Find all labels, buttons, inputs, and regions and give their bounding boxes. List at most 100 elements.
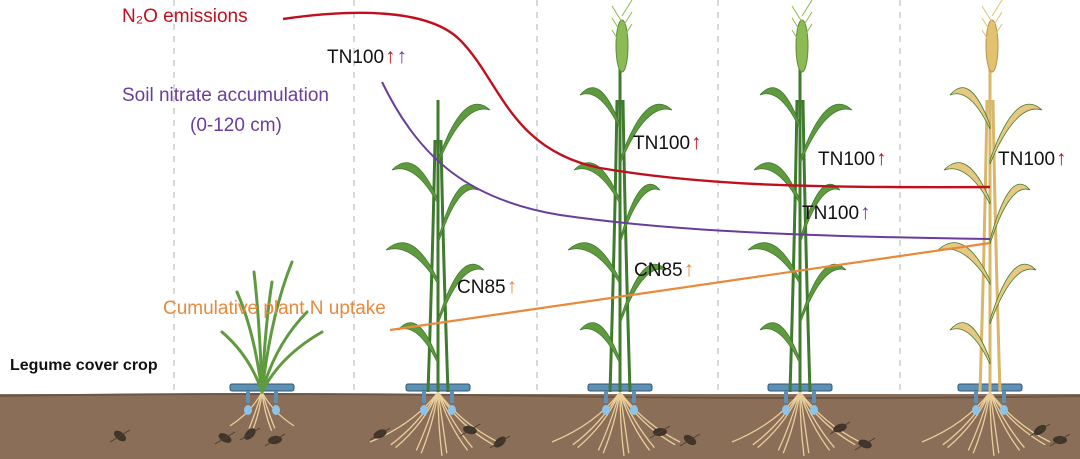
root-strand: [731, 391, 801, 443]
tag-cn85-1: CN85↑: [457, 276, 517, 297]
root-strand: [261, 391, 276, 429]
wheat-leaf: [437, 103, 491, 165]
tag-text: CN85: [634, 260, 683, 281]
wheat-awn: [981, 29, 993, 47]
root-strand: [752, 391, 801, 446]
wheat-awn: [801, 23, 813, 41]
root-strand: [551, 391, 621, 443]
nitrate-depth-label: (0-120 cm): [190, 115, 282, 136]
legume-residue-stem: [649, 425, 671, 439]
uptake-curve: [389, 241, 991, 332]
legume-residue-stem: [854, 437, 876, 451]
root-strand: [572, 391, 621, 446]
wheat-stem: [426, 139, 437, 393]
nitrate-curve: [381, 81, 991, 240]
root-strand: [437, 391, 473, 449]
tag-tn100-4b: TN100↑: [802, 202, 871, 223]
wheat-awn: [801, 0, 813, 17]
drip-emitter: [1002, 391, 1006, 403]
wheat-leaf: [579, 87, 621, 130]
root-strand: [619, 391, 625, 457]
water-drop-icon: [630, 405, 638, 415]
legume-residue-stem: [829, 421, 851, 435]
increase-arrow-icon: ↑: [683, 258, 695, 281]
nitrate-label: Soil nitrate accumulation: [122, 85, 329, 106]
wheat-leaf: [747, 242, 801, 286]
increase-arrow-icon: ↑: [385, 45, 396, 68]
soil-surface: [0, 393, 1080, 399]
legume-residue-stem: [369, 427, 391, 441]
increase-arrow-icon: ↑: [396, 45, 408, 68]
root-strand: [921, 391, 991, 443]
root-strand: [390, 391, 439, 446]
tag-tn100-3: TN100↑: [633, 132, 702, 153]
water-drop-icon: [272, 405, 280, 415]
drip-emitter: [784, 391, 788, 403]
wheat-leaf: [619, 183, 661, 245]
legume-residue-stem: [214, 431, 236, 445]
wheat-leaf: [573, 162, 621, 205]
stage-dividers: [173, 0, 901, 394]
root-strand: [437, 391, 469, 451]
wheat-leaf: [799, 263, 847, 325]
wheat-awn: [621, 0, 633, 17]
wheat-leaf: [799, 103, 853, 165]
root-strand: [619, 391, 655, 449]
root-strand: [782, 391, 801, 454]
root-strand: [619, 391, 681, 443]
wheat-awn: [791, 29, 803, 47]
root-strand: [420, 391, 439, 454]
wheat-stem: [621, 99, 632, 393]
seedling-blade: [260, 260, 294, 394]
drip-emitter: [450, 391, 454, 403]
tag-text: TN100: [327, 47, 385, 68]
wheat-leaf: [799, 183, 841, 245]
wheat-stem: [801, 99, 812, 393]
tag-tn100-4a: TN100↑: [818, 148, 887, 169]
root-strand: [437, 391, 499, 443]
wheat-awn: [981, 17, 993, 35]
root-strand: [989, 391, 1021, 451]
root-strand: [619, 391, 651, 451]
tag-text: TN100: [998, 149, 1056, 170]
water-drop-icon: [420, 405, 428, 415]
tag-text: TN100: [633, 133, 691, 154]
increase-arrow-icon: ↑: [506, 275, 518, 298]
drip-emitter: [274, 391, 278, 403]
wheat-leaf: [437, 263, 485, 325]
wheat-leaf: [619, 263, 667, 325]
legume-cover-crop-label: Legume cover crop: [10, 357, 158, 374]
wheat-leaf: [989, 103, 1043, 165]
root-strand: [989, 391, 1000, 454]
root-systems: [229, 391, 1051, 457]
wheat-leaf: [949, 87, 991, 130]
wheat-leaf: [989, 183, 1031, 245]
increase-arrow-icon: ↑: [860, 201, 871, 224]
root-strand: [437, 391, 443, 457]
root-strand: [395, 391, 439, 449]
root-strand: [967, 391, 991, 451]
tag-cn85-2: CN85↑: [634, 259, 694, 280]
wheat-awn: [621, 23, 633, 41]
water-drop-icon: [448, 405, 456, 415]
soil-layer: [0, 394, 1080, 459]
root-strand: [602, 391, 621, 454]
root-strand: [799, 391, 810, 454]
drip-emitter: [632, 391, 636, 403]
wheat-awn: [981, 5, 993, 23]
drip-emitter: [974, 391, 978, 403]
seedling-blade: [220, 330, 264, 394]
legume-residue-stem: [679, 433, 701, 447]
seedling-blade: [260, 330, 324, 394]
legume-residue-stem: [489, 435, 511, 449]
legume-residue-stem: [264, 433, 286, 447]
wheat-stem: [608, 99, 619, 393]
wheat-awn: [791, 17, 803, 35]
wheat-leaf: [759, 87, 801, 130]
wheat-leaf: [391, 162, 439, 205]
root-strand: [777, 391, 801, 451]
drip-emitter: [604, 391, 608, 403]
water-drop-icon: [972, 405, 980, 415]
